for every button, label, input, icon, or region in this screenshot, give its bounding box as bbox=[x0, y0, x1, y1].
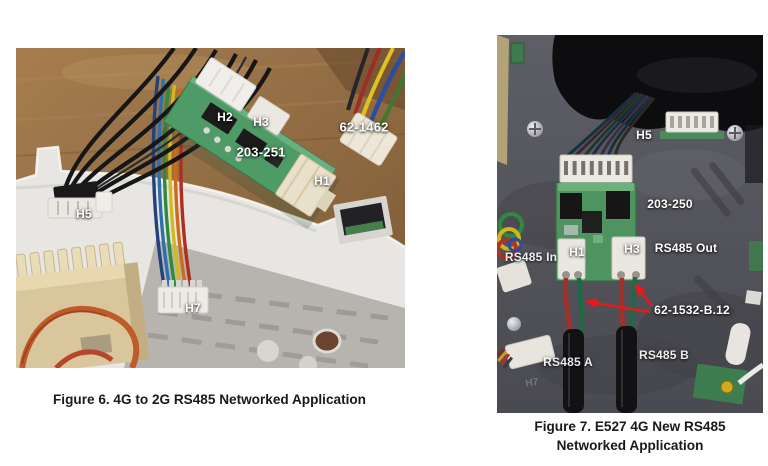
screw-boss bbox=[257, 340, 279, 362]
mounting-hole bbox=[312, 328, 342, 354]
rs485-module-203-250 bbox=[555, 154, 646, 282]
harness-62-1462 bbox=[339, 48, 405, 166]
bottom-right-components bbox=[692, 241, 763, 405]
figure7-caption: Figure 7. E527 4G New RS485 Networked Ap… bbox=[490, 417, 768, 455]
edge-socket bbox=[333, 195, 393, 245]
label-h2: H2 bbox=[217, 110, 233, 124]
tan-edge-strip bbox=[497, 35, 509, 165]
label-rs485-b: RS485 B bbox=[638, 348, 690, 362]
label-h1: H1 bbox=[569, 245, 585, 259]
figure6-photo: H2 H3 203-251 62-1462 H1 H5 H7 bbox=[16, 48, 405, 368]
ic-chip bbox=[201, 102, 238, 135]
cable-sheath bbox=[563, 329, 584, 413]
h3-terminal bbox=[611, 236, 646, 280]
ic-chip bbox=[606, 191, 630, 219]
h5-connector bbox=[47, 181, 113, 219]
figure6-photo-art bbox=[16, 48, 405, 368]
bottom-left-connector bbox=[497, 259, 556, 370]
field-wires bbox=[563, 276, 638, 413]
colored-wire-loops bbox=[497, 212, 524, 260]
callout-arrows bbox=[584, 283, 654, 314]
label-203-251: 203-251 bbox=[236, 144, 286, 160]
label-h1: H1 bbox=[314, 174, 330, 188]
label-rs485-a: RS485 A bbox=[543, 355, 593, 369]
label-h5: H5 bbox=[76, 207, 92, 221]
adapter-pcb-203-251 bbox=[161, 57, 340, 229]
screw-boss bbox=[299, 356, 317, 368]
label-62-1532-b12: 62-1532-B.12 bbox=[654, 303, 730, 317]
figure7-photo-art bbox=[497, 35, 763, 413]
label-h5: H5 bbox=[636, 128, 652, 142]
label-rs485-in: RS485 In bbox=[504, 250, 558, 264]
ic-chip bbox=[560, 193, 582, 219]
figure7-photo: H5 203-250 RS485 In H1 H3 RS485 Out 62-1… bbox=[497, 35, 763, 413]
black-module-top bbox=[552, 35, 763, 183]
orange-wire bbox=[19, 305, 139, 368]
label-h7: H7 bbox=[185, 301, 201, 315]
transformer-block bbox=[16, 241, 150, 368]
figure6-caption: Figure 6. 4G to 2G RS485 Networked Appli… bbox=[53, 392, 366, 407]
h5-connector-right bbox=[660, 111, 724, 139]
vented-panel bbox=[124, 240, 405, 368]
label-h7-etched: H7 bbox=[524, 376, 540, 390]
label-rs485-out: RS485 Out bbox=[654, 241, 718, 255]
figure7-caption-line2: Networked Application bbox=[556, 438, 704, 453]
cable-sheath bbox=[616, 326, 637, 413]
h7-connector bbox=[157, 280, 209, 314]
dark-wire-bundle bbox=[565, 91, 656, 160]
label-62-1462: 62-1462 bbox=[339, 119, 389, 135]
h3-connector bbox=[247, 96, 290, 136]
screw bbox=[527, 121, 543, 137]
h1-terminal bbox=[557, 238, 586, 280]
green-component bbox=[510, 42, 525, 64]
label-h3: H3 bbox=[624, 242, 640, 256]
ic-chip bbox=[235, 128, 268, 157]
screw bbox=[727, 125, 743, 141]
label-h3: H3 bbox=[253, 115, 269, 129]
figure7-caption-line1: Figure 7. E527 4G New RS485 bbox=[534, 419, 726, 434]
label-203-250: 203-250 bbox=[647, 197, 693, 211]
